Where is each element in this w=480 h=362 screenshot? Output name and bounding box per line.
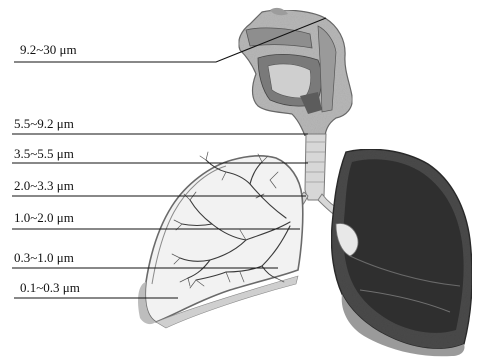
size-label-main-bronchi: 2.0~3.3 μm	[14, 179, 74, 192]
right-lung-bronchial-tree	[138, 152, 303, 328]
size-label-bronchi: 1.0~2.0 μm	[14, 211, 74, 224]
left-lung	[331, 149, 472, 356]
size-label-alveoli: 0.1~0.3 μm	[20, 281, 80, 294]
size-label-nasal: 9.2~30 μm	[20, 43, 77, 56]
size-label-bronchioles: 0.3~1.0 μm	[14, 251, 74, 264]
size-label-trachea: 3.5~5.5 μm	[14, 147, 74, 160]
size-label-larynx: 5.5~9.2 μm	[14, 117, 74, 130]
head-nasal-cavity	[239, 8, 353, 136]
